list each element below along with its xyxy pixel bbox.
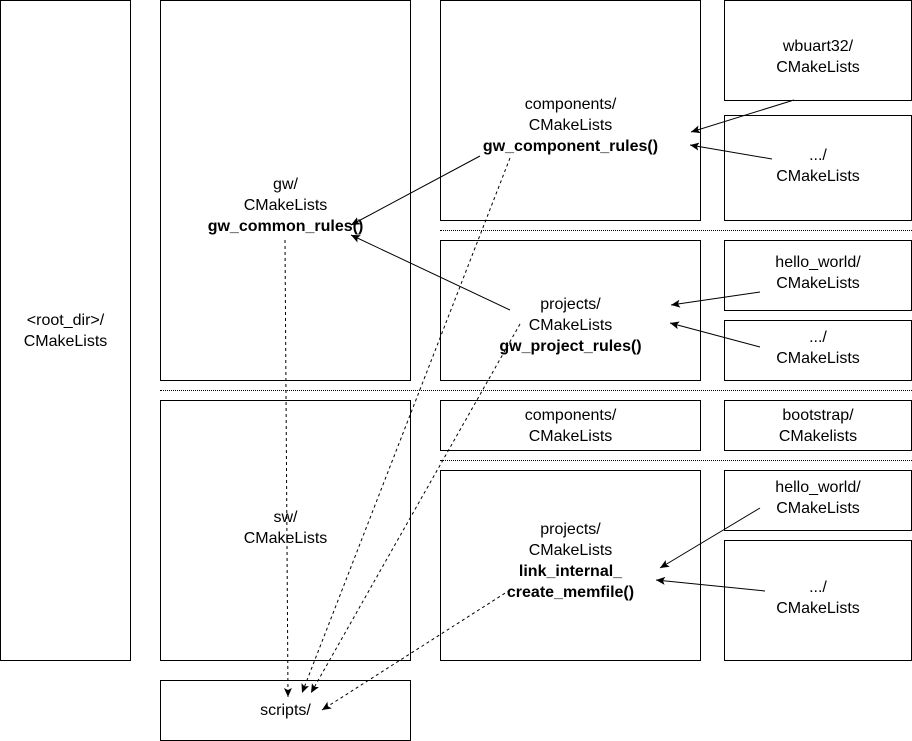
sw-components-cmakelists-box[interactable]: components/ CMakeLists xyxy=(440,400,701,451)
bootstrap-cmakelists-box[interactable]: bootstrap/ CMakelists xyxy=(724,400,912,451)
gw-components-dir-label: components/ xyxy=(524,96,617,113)
gw-components-other-cmakelists-label: CMakeLists xyxy=(776,167,860,185)
bootstrap-cmakelists-label: CMakelists xyxy=(778,427,858,445)
sw-cmakelists-label: CMakeLists xyxy=(243,530,328,547)
gw-cmakelists-label: CMakeLists xyxy=(243,197,328,214)
gw-components-other-dir-label: .../ xyxy=(809,146,827,164)
gw-component-rules-function: gw_component_rules() xyxy=(482,138,659,155)
sw-cmakelists-box[interactable]: sw/ CMakeLists xyxy=(160,400,411,661)
sw-projects-cmakelists-box[interactable]: projects/ CMakeLists link_internal_ crea… xyxy=(440,470,701,661)
bootstrap-dir-label: bootstrap/ xyxy=(782,406,854,424)
wbuart32-dir-label: wbuart32/ xyxy=(782,37,854,55)
sw-dir-label: sw/ xyxy=(273,509,298,526)
gw-common-rules-function: gw_common_rules() xyxy=(207,218,364,235)
sw-projects-cmakelists-label: CMakeLists xyxy=(528,541,613,559)
sw-projects-other-cmakelists-box[interactable]: .../ CMakeLists xyxy=(724,540,912,661)
sw-hello-world-cmakelists-label: CMakeLists xyxy=(776,500,860,517)
gw-components-cmakelists-label: CMakeLists xyxy=(528,117,613,134)
sw-projects-other-cmakelists-label: CMakeLists xyxy=(776,600,860,617)
sw-components-dir-label: components/ xyxy=(524,406,617,424)
wbuart32-cmakelists-box[interactable]: wbuart32/ CMakeLists xyxy=(724,0,912,101)
wbuart32-cmakelists-label: CMakeLists xyxy=(776,58,860,76)
gw-projects-other-dir-label: .../ xyxy=(809,329,827,346)
sw-hello-world-cmakelists-box[interactable]: hello_world/ CMakeLists xyxy=(724,470,912,531)
sw-projects-other-dir-label: .../ xyxy=(809,579,827,596)
gw-hello-world-dir-label: hello_world/ xyxy=(775,253,861,271)
gw-projects-cmakelists-label: CMakeLists xyxy=(528,317,613,334)
gw-components-other-cmakelists-box[interactable]: .../ CMakeLists xyxy=(724,115,912,221)
gw-projects-dir-label: projects/ xyxy=(540,296,601,313)
gw-projects-cmakelists-box[interactable]: projects/ CMakeLists gw_project_rules() xyxy=(440,240,701,381)
gw-components-cmakelists-box[interactable]: components/ CMakeLists gw_component_rule… xyxy=(440,0,701,221)
gw-dir-label: gw/ xyxy=(273,176,298,193)
scripts-box[interactable]: scripts/ xyxy=(160,680,411,741)
sw-components-cmakelists-label: CMakeLists xyxy=(528,427,613,445)
gw-cmakelists-box[interactable]: gw/ CMakeLists gw_common_rules() xyxy=(160,0,411,381)
separator-gw-components-projects xyxy=(440,230,912,231)
separator-sw-components-projects xyxy=(440,460,912,461)
link-internal-function-line2: create_memfile() xyxy=(506,583,635,601)
gw-project-rules-function: gw_project_rules() xyxy=(499,338,642,355)
gw-hello-world-cmakelists-box[interactable]: hello_world/ CMakeLists xyxy=(724,240,912,311)
separator-gw-sw xyxy=(160,390,912,391)
gw-projects-other-cmakelists-label: CMakeLists xyxy=(776,350,860,367)
root-cmakelists-box[interactable]: <root_dir>/ CMakeLists xyxy=(0,0,131,661)
gw-hello-world-cmakelists-label: CMakeLists xyxy=(776,274,860,292)
root-cmakelists-label: CMakeLists xyxy=(23,332,108,350)
sw-hello-world-dir-label: hello_world/ xyxy=(775,479,861,496)
root-dir-label: <root_dir>/ xyxy=(26,311,105,329)
scripts-label: scripts/ xyxy=(260,702,311,719)
sw-projects-dir-label: projects/ xyxy=(540,520,601,538)
gw-projects-other-cmakelists-box[interactable]: .../ CMakeLists xyxy=(724,320,912,381)
link-internal-function-line1: link_internal_ xyxy=(518,562,623,580)
